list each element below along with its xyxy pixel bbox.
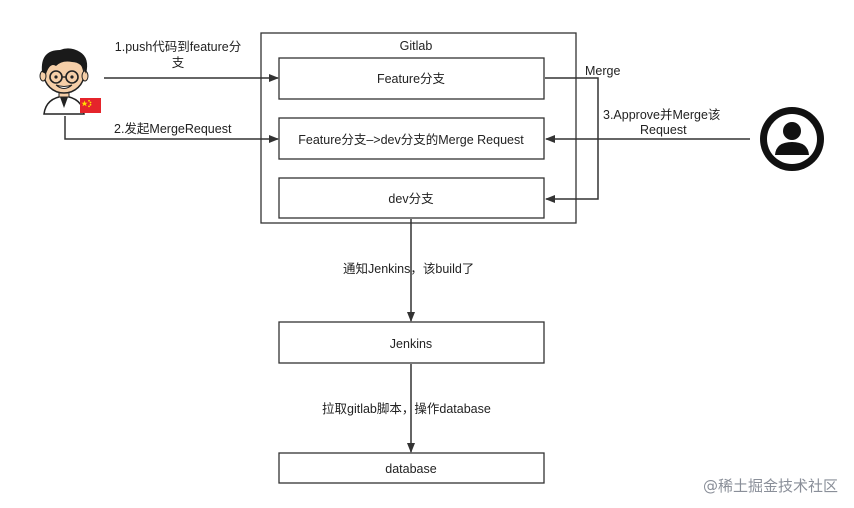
- merge-request-box: [278, 117, 545, 160]
- dev-branch-label: dev分支: [388, 192, 434, 206]
- dev-branch-box: [278, 177, 545, 219]
- approve-label-line1: 3.Approve并Merge该: [603, 108, 721, 122]
- notify-jenkins-edge-label: 通知Jenkins，该build了: [343, 262, 475, 276]
- merge-edge-label: Merge: [585, 64, 621, 78]
- jenkins-label: Jenkins: [390, 337, 432, 351]
- jenkins-box: [278, 321, 545, 364]
- push-label-line1: 1.push代码到feature分: [114, 40, 242, 54]
- feature-branch-box: [278, 57, 545, 100]
- gitlab-container: [260, 32, 577, 224]
- approve-label-line2: Request: [640, 123, 687, 137]
- database-box: [278, 452, 545, 484]
- merge-request-arrow: [64, 116, 279, 143]
- watermark: @稀土掘金技术社区: [702, 477, 838, 495]
- push-label-line2: 支: [171, 56, 185, 70]
- merge-request-edge-label: 2.发起MergeRequest: [114, 122, 232, 136]
- gitlab-title: Gitlab: [400, 39, 433, 53]
- database-label: database: [385, 462, 436, 476]
- merge-request-label: Feature分支–>dev分支的Merge Request: [298, 132, 524, 147]
- reviewer-user-icon: [760, 107, 824, 171]
- china-flag-icon: [80, 98, 101, 113]
- feature-branch-label: Feature分支: [377, 72, 446, 86]
- developer-avatar-icon: [39, 48, 89, 115]
- pull-gitlab-edge-label: 拉取gitlab脚本，操作database: [322, 402, 491, 416]
